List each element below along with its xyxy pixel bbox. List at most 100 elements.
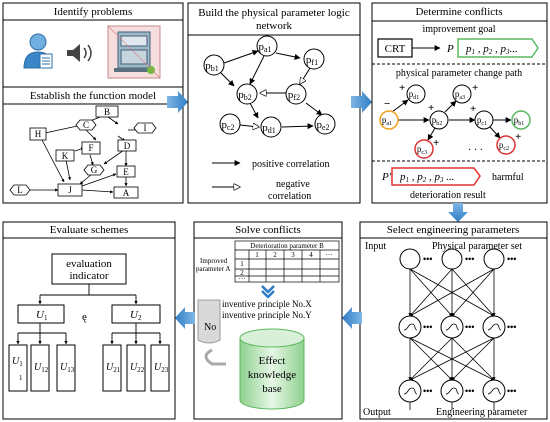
svg-text:Improved: Improved	[200, 257, 228, 265]
criterion-u2: U2	[111, 304, 161, 324]
svg-text:+: +	[399, 82, 405, 94]
svg-text:pb1: pb1	[514, 115, 525, 127]
svg-text:•••: •••	[507, 322, 516, 332]
svg-text:U13: U13	[60, 362, 75, 374]
svg-text:E: E	[123, 167, 129, 177]
svg-text:pc2: pc2	[221, 119, 234, 132]
path-node-pc2: pc2	[496, 135, 516, 155]
svg-text:indicator: indicator	[69, 270, 108, 282]
svg-text:pb2: pb2	[238, 89, 252, 102]
svg-text:···: ···	[239, 275, 246, 283]
legend-positive: positive correlation	[212, 159, 329, 170]
svg-text:•••: •••	[465, 322, 474, 332]
panel-logic-network: Build the physical parameter logic netwo…	[187, 2, 361, 204]
panel-evaluate-schemes: Evaluate schemes evaluation indicator U1	[2, 221, 176, 420]
svg-text:A: A	[123, 188, 130, 198]
speaker-icon	[67, 44, 92, 62]
node-pb1: pb1	[203, 54, 225, 76]
function-node-a: A	[113, 186, 139, 199]
svg-text:pa1: pa1	[258, 41, 271, 54]
function-model-title: Establish the function model	[30, 90, 156, 102]
path-signs: − + + + + + +	[384, 82, 521, 149]
node-pe2: pe2	[314, 113, 336, 135]
select-title: Select engineering parameters	[387, 224, 520, 236]
double-chevron-icon	[261, 285, 275, 299]
path-node-pa3: pa3	[452, 84, 472, 104]
function-node-j: J	[57, 183, 83, 197]
panel-solve-conflicts: Solve conflicts Deterioration parameter …	[193, 221, 343, 420]
conflicts-title: Determine conflicts	[415, 6, 502, 18]
svg-text:+: +	[433, 137, 439, 149]
evaluate-title: Evaluate schemes	[50, 224, 129, 236]
svg-text:U23: U23	[154, 362, 169, 374]
function-node-g: G	[83, 164, 105, 176]
svg-text:evaluation: evaluation	[66, 258, 112, 270]
panel-function-model: Establish the function model B	[2, 86, 184, 204]
improvement-goal-label: improvement goal	[422, 24, 495, 35]
svg-text:+: +	[472, 82, 478, 94]
svg-text:F: F	[88, 143, 93, 153]
svg-text:•••: •••	[423, 386, 432, 396]
goal-p: P	[446, 43, 454, 55]
identify-title: Identify problems	[54, 6, 133, 18]
svg-text:+: +	[428, 102, 434, 114]
svg-text:•••: •••	[465, 386, 474, 396]
goal-params-box: p1 , p2 , p3...	[457, 38, 539, 58]
node-pf2: pf2	[285, 83, 307, 105]
svg-text:D: D	[124, 141, 131, 151]
physical-set-label: Physical parameter set	[432, 241, 522, 252]
input-label: Input	[365, 241, 386, 252]
svg-text:pc2: pc2	[499, 140, 509, 152]
svg-text:pc3: pc3	[417, 144, 427, 156]
svg-text:U2: U2	[130, 309, 142, 322]
deterioration-result-label: deterioration result	[410, 190, 486, 201]
svg-text:knowledge: knowledge	[248, 369, 296, 381]
output-label: Output	[363, 407, 391, 418]
harmful-label: harmful	[492, 172, 524, 183]
svg-text:•••: •••	[507, 254, 516, 264]
svg-text:1: 1	[255, 251, 259, 259]
svg-text:C: C	[83, 120, 89, 130]
panel-select-parameters: Select engineering parameters Input Phys…	[359, 221, 548, 420]
path-node-pd1: pd1	[406, 84, 426, 104]
svg-text:positive correlation: positive correlation	[252, 159, 329, 170]
function-node-c: C	[75, 119, 97, 131]
logic-title-2: network	[256, 20, 293, 32]
function-node-i: I	[133, 122, 157, 134]
nn-dots: ••• ••• ••• ••• ••• ••• ••• ••• •••	[423, 254, 516, 396]
node-pa1: pa1	[256, 35, 278, 57]
svg-text:1: 1	[19, 374, 23, 382]
path-node-pb1: pb1	[511, 110, 531, 130]
svg-text:pf2: pf2	[288, 89, 300, 102]
sub-criteria: U1 1 U12 U13 U21 U22 U23	[8, 344, 170, 392]
change-path-label: physical parameter change path	[396, 68, 522, 79]
svg-text:2: 2	[273, 251, 277, 259]
flow-arrow-3	[448, 203, 468, 222]
legend-negative: negative correlation	[212, 179, 311, 202]
function-node-l: L	[9, 184, 31, 196]
svg-text:pd1: pd1	[262, 122, 276, 135]
contradiction-matrix: Deterioration parameter B 1 2 3 4 ··· 1 …	[196, 240, 340, 283]
function-node-e: E	[116, 165, 136, 178]
flow-arrow-2	[351, 91, 372, 113]
stray-mark: ę	[82, 311, 87, 323]
svg-text:pc1: pc1	[477, 115, 487, 127]
svg-text:I: I	[144, 123, 147, 133]
nn-nodes	[398, 248, 506, 403]
svg-text:•••: •••	[423, 322, 432, 332]
svg-text:pf1: pf1	[306, 54, 318, 67]
flow-arrow-4	[342, 307, 362, 329]
function-node-d: D	[117, 139, 137, 152]
logic-title-1: Build the physical parameter logic	[198, 7, 350, 19]
svg-text:•••: •••	[507, 386, 516, 396]
svg-text:pd1: pd1	[409, 89, 420, 101]
engineering-parameter-label: Engineering parameter	[436, 407, 528, 418]
svg-text:p1 , p2 , p3...: p1 , p2 , p3...	[465, 43, 518, 56]
harmful-params-box: p1 , p2 , p3 ...	[391, 167, 481, 186]
svg-text:+: +	[515, 131, 521, 143]
solve-title: Solve conflicts	[235, 224, 301, 236]
svg-text:Deterioration parameter B: Deterioration parameter B	[250, 242, 324, 250]
svg-text:No: No	[204, 322, 216, 333]
person-icon	[23, 33, 53, 69]
